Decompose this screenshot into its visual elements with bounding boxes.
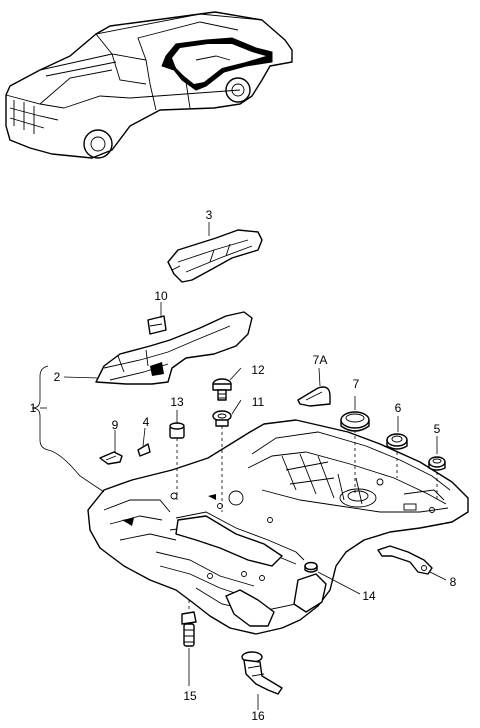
part-2-longitudinal-member <box>95 311 253 385</box>
car-overview-illustration <box>5 11 293 159</box>
part-7-grommet <box>340 411 370 432</box>
part-8-bracket <box>377 545 433 575</box>
part-14-plug <box>304 561 318 573</box>
part-10-bracket <box>147 315 167 335</box>
callout-15: 15 <box>183 689 197 703</box>
callout-5: 5 <box>434 422 441 436</box>
callout-7: 7 <box>353 377 360 391</box>
part-5-grommet <box>428 456 446 471</box>
part-15-stud <box>181 611 197 647</box>
part-11-plug <box>212 410 232 427</box>
group-bracket <box>31 365 49 451</box>
callout-12: 12 <box>251 363 265 377</box>
part-6-grommet <box>386 433 408 450</box>
part-13-grommet <box>169 422 185 439</box>
callout-4: 4 <box>143 415 150 429</box>
part-12-screw <box>212 378 232 401</box>
callout-2: 2 <box>54 370 61 384</box>
callout-16: 16 <box>251 709 265 723</box>
part-3-cross-member <box>167 229 263 283</box>
part-9-bracket <box>99 451 123 465</box>
callout-14: 14 <box>362 589 376 603</box>
callout-6: 6 <box>395 401 402 415</box>
part-16-drain-hose <box>241 651 283 695</box>
callout-13: 13 <box>170 395 184 409</box>
callout-1: 1 <box>30 401 37 415</box>
callout-10: 10 <box>154 289 168 303</box>
callout-labels: 3 10 7A 2 12 7 13 11 1 6 4 9 5 8 14 15 1… <box>30 208 457 723</box>
callout-8: 8 <box>450 575 457 589</box>
part-4-clip <box>137 443 151 457</box>
callout-3: 3 <box>206 208 213 222</box>
callout-7a: 7A <box>313 353 328 367</box>
callout-9: 9 <box>112 418 119 432</box>
leader-lines <box>40 222 447 710</box>
part-1-floor-pan <box>87 419 469 635</box>
callout-11: 11 <box>252 395 265 409</box>
part-7a-clamp <box>297 386 331 407</box>
